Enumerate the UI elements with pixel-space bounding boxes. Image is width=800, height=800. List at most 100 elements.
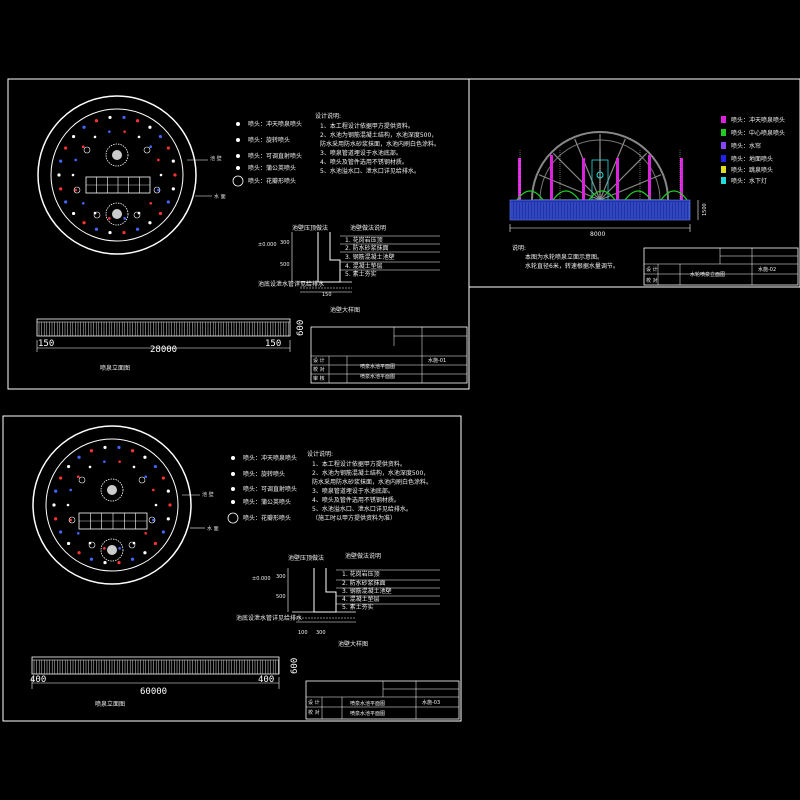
section-dim: ±0.000 — [258, 242, 277, 248]
arc-jet — [660, 190, 688, 201]
section-dim: 300 — [316, 630, 326, 636]
flower-nozzle-icon — [68, 516, 76, 524]
wheel-dim-width: 8000 — [590, 231, 605, 238]
tb-row: 设 计 — [308, 699, 320, 706]
nozzle-icon — [117, 560, 121, 565]
nozzle-icon — [108, 115, 112, 120]
nozzle-icon — [166, 200, 170, 204]
nozzle-legend-3: 喷头：冲天喷泉喷头 喷头：旋转喷头 喷头：可调直射喷头 喷头：蒲公英喷头 喷头：… — [227, 454, 297, 524]
nozzle-icon — [173, 173, 177, 177]
fountain-plan-1: 池 壁 水 面 — [37, 95, 226, 255]
tb-row: 校 对 — [308, 709, 320, 716]
sheet-3: 池 壁 水 面 喷头：冲天喷泉喷头 喷头：旋转喷头 喷头：可调直射喷头 喷头：蒲… — [2, 415, 462, 722]
elev-dim-height: 600 — [290, 658, 300, 674]
design-note: 2、水池为钢筋混凝土结构，水池深度500， — [312, 469, 429, 477]
nozzle-icon — [154, 503, 158, 507]
jet-column — [648, 155, 651, 200]
elevation-3: 400 60000 400 600 喷泉立面图 — [30, 656, 300, 708]
elev-dim-height: 600 — [296, 320, 306, 336]
nozzle-icon — [81, 201, 85, 205]
section-dim: ±0.000 — [252, 576, 271, 582]
nozzle-icon — [64, 200, 68, 204]
tb-row: 设 计 — [313, 357, 325, 364]
section-label: 池壁压顶做法 — [292, 224, 328, 232]
notes-title: 说明: — [512, 244, 526, 252]
nozzle-icon — [130, 557, 135, 561]
nozzle-icon — [168, 503, 172, 507]
nozzle-icon — [166, 489, 170, 493]
nozzle-icon — [89, 449, 94, 453]
nozzle-icon — [71, 173, 75, 177]
nozzle-icon — [89, 557, 94, 561]
section-caption: 池壁大样图 — [330, 306, 360, 314]
jet-column — [582, 158, 585, 200]
elev-dim-span: 28000 — [150, 345, 177, 355]
legend-item: 喷头：花瓣形喷头 — [243, 514, 291, 522]
tb-project: 喷泉水池平面图 — [360, 363, 395, 370]
nozzle-icon — [122, 115, 126, 120]
tb-sheet: 水施-02 — [758, 266, 776, 273]
design-notes-3: 设计说明: 1、本工程设计依据甲方提供资料。 2、水池为钢筋混凝土结构，水池深度… — [307, 450, 432, 522]
nozzle-icon — [118, 547, 121, 550]
title-block-3: 设 计 校 对 喷泉水池平面图 喷泉水池平面图 水施-03 — [305, 680, 460, 720]
nozzle-icon — [137, 135, 141, 139]
nozzle-icon — [103, 460, 106, 463]
nozzle-icon — [59, 159, 63, 163]
legend-item: 喷头：旋转喷头 — [243, 470, 285, 478]
section-layer: 3. 钢筋混凝土池壁 — [342, 587, 392, 595]
tb-row: 审 核 — [313, 375, 325, 382]
nozzle-icon — [108, 130, 111, 133]
wall-section-3: 池壁压顶做法 池壁做法说明 1. 花岗岩压顶 2. 防水砂浆抹面 3. 钢筋混凝… — [236, 552, 440, 648]
nozzle-icon — [153, 541, 158, 546]
nozzle-icon — [76, 531, 80, 535]
nozzle-icon — [148, 125, 152, 129]
design-notes-1: 设计说明: 1、本工程设计依据甲方提供资料。 2、水池为钢筋混凝土结构，水池深度… — [315, 112, 440, 175]
design-note: 防水采用防水砂浆抹面，水池内刷白色涂料。 — [320, 140, 440, 148]
waterwheel-elevation: 8000 1500 — [509, 131, 708, 238]
nozzle-icon — [71, 134, 76, 139]
flower-nozzle-icon — [78, 476, 86, 484]
section-layer: 1. 花岗岩压顶 — [342, 570, 380, 578]
nozzle-icon — [158, 134, 163, 139]
elev-dim-left: 400 — [30, 675, 46, 685]
nozzle-icon — [93, 135, 97, 139]
legend-item: 喷头：中心喷泉喷头 — [731, 129, 785, 137]
design-note: 5、水池溢水口、泄水口详见给排水。 — [312, 505, 412, 513]
nozzle-icon — [144, 531, 148, 535]
nozzle-icon — [82, 125, 86, 129]
section-dim: 500 — [280, 262, 290, 268]
nozzle-icon — [82, 221, 86, 225]
nozzle-icon — [159, 173, 163, 177]
section-caption: 池壁大样图 — [338, 640, 368, 648]
nozzle-icon — [148, 221, 152, 225]
nozzle-icon — [123, 217, 126, 220]
design-note: 防水采用防水砂浆抹面，水池内刷白色涂料。 — [312, 478, 432, 486]
design-note: 4、喷头及管件选用不锈钢材质。 — [320, 158, 408, 166]
nozzle-icon — [69, 488, 72, 492]
nozzle-icon — [94, 119, 99, 123]
nozzle-icon — [157, 188, 160, 192]
legend-swatch — [721, 166, 726, 173]
nozzle-icon — [149, 145, 153, 149]
nozzle-icon — [135, 227, 140, 231]
wall-section-1: 池壁压顶做法 池壁做法说明 1. 花岗岩压顶 2. 防水砂浆抹面 3. 钢筋混凝… — [258, 224, 440, 314]
note: 本图为水轮喷泉立面示意图。 — [525, 253, 603, 261]
sheet-2-frame — [468, 78, 800, 288]
legend-item: 喷头：地面喷头 — [731, 155, 773, 163]
wheel-dim-height: 1500 — [702, 203, 708, 216]
title-block-1: 设 计 校 对 审 核 喷泉水池平面图 喷泉水池平面图 水施-01 — [310, 326, 468, 384]
jet-column — [680, 158, 683, 200]
nozzle-legend-2: 喷头：冲天喷泉喷头 喷头：中心喷泉喷头 喷头：水帘 喷头：地面喷头 喷头：跳泉喷… — [721, 116, 785, 185]
tb-sheet: 水施-01 — [428, 357, 446, 364]
flower-nozzle-icon — [143, 146, 151, 154]
nozzle-icon — [76, 475, 80, 479]
nozzle-icon — [143, 455, 147, 459]
nozzle-icon — [54, 517, 58, 521]
elev-dim-left: 150 — [38, 339, 54, 349]
note: 水轮直径6米，转速根据水量调节。 — [525, 262, 619, 270]
legend-item: 喷头：跳泉喷头 — [731, 166, 773, 174]
nozzle-icon — [122, 230, 126, 235]
flower-nozzle-icon — [128, 541, 136, 549]
title-block-2: 设 计 校 对 水轮喷泉立面图 水施-02 — [643, 247, 799, 286]
nozzle-icon — [88, 465, 92, 469]
